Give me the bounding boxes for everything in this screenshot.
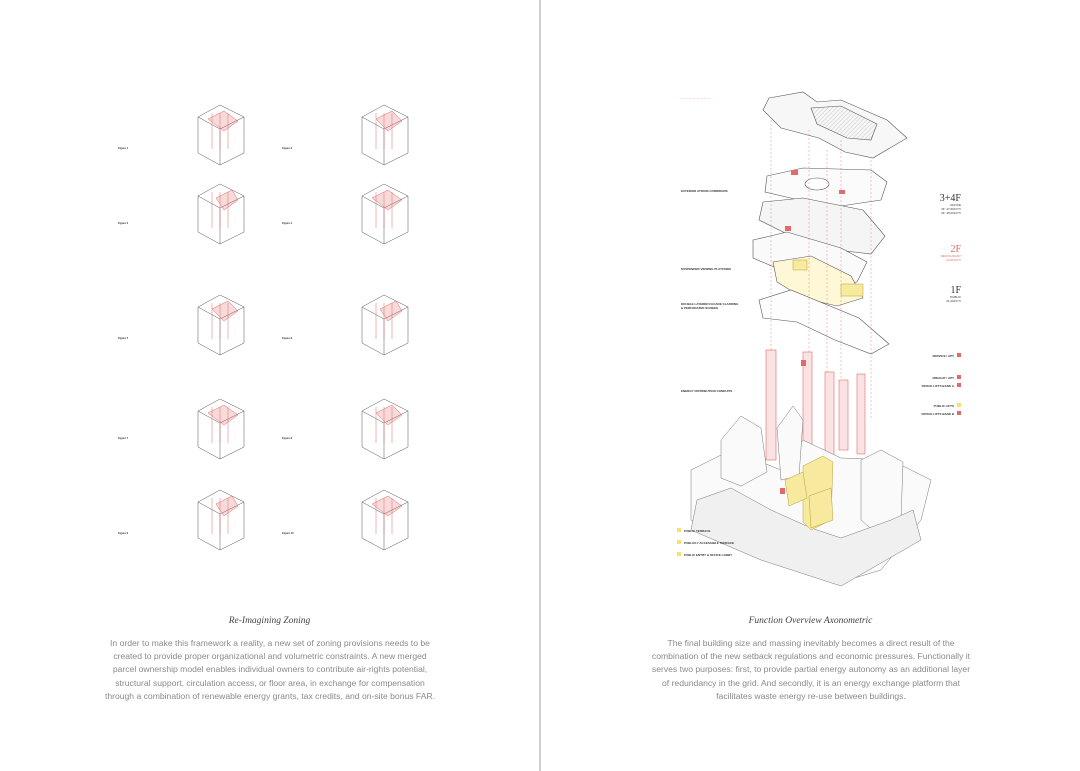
figure-number: Figure 10 — [282, 532, 294, 535]
zoning-diagram — [361, 489, 409, 551]
roof-note: — — — — — — — — — [681, 96, 711, 100]
figure-caption: Figure 1 — [118, 147, 188, 150]
legend-swatch — [957, 383, 961, 387]
label-viewing-platform: SUSPENDED VIEWING PLATFORM — [681, 267, 731, 271]
figure-caption: Figure 3 — [118, 222, 188, 225]
figure-number: Figure 7 — [118, 437, 129, 440]
figure-number: Figure 9 — [118, 532, 129, 535]
figure-number: Figure 4 — [282, 222, 293, 225]
paragraph-line: In order to make this framework a realit… — [110, 638, 430, 648]
paragraph-line: combination of the new setback regulatio… — [651, 651, 971, 662]
floor-area: 20,000 FT² — [946, 257, 961, 262]
legend-label: PUBLICLY ACCESSIBLE TERRACE — [684, 541, 735, 545]
left-page-paragraph: In order to make this framework a realit… — [70, 637, 470, 703]
figure-caption: Figure 10 — [282, 532, 352, 535]
legend-swatch — [677, 552, 681, 556]
floor-number: 3+4F — [939, 193, 961, 204]
paragraph-line: facilitates waste energy re-use between … — [716, 690, 906, 701]
figure-number: Figure 5 — [118, 337, 129, 340]
right-page-title: Function Overview Axonometric — [748, 616, 873, 626]
figure-number: Figure 3 — [118, 222, 129, 225]
floor-number: 1F — [950, 285, 961, 296]
zoning-diagram — [197, 104, 245, 166]
right-page-paragraph: The final building size and massing inev… — [626, 637, 996, 703]
figure-caption: Figure 8 — [282, 437, 352, 440]
left-page: Figure 1 Figure 2 Figure 3 Figure 4 Figure 5… — [0, 0, 539, 771]
legend-item: PUBLIC LIFTS — [901, 403, 961, 409]
legend-swatch — [957, 353, 961, 357]
floor-area: 21,000 FT² — [946, 298, 961, 303]
floor-use: RESTAURANT — [940, 254, 961, 258]
paragraph-line: structural support, circulation access, … — [115, 677, 425, 688]
floor-area: 3F: 45,000 FT² — [941, 210, 961, 215]
label-energy-conduits: ENERGY DISTRIBUTION CONDUITS — [681, 389, 733, 393]
zoning-diagram — [361, 294, 409, 356]
legend-label: FREIGHT / APT — [932, 376, 954, 380]
page-gutter — [539, 0, 541, 771]
paragraph-line: through a combination of renewable energ… — [104, 690, 436, 701]
legend-label: PUBLIC LIFTS — [933, 404, 954, 408]
legend-item: FREIGHT / APT — [901, 375, 961, 381]
figure-caption: Figure 6 — [282, 337, 352, 340]
base-legend-item: PUBLIC ENTRY & OFFICE LOBBY — [677, 552, 732, 558]
base-legend-item: PUBLICLY ACCESSIBLE TERRACE — [677, 540, 734, 546]
paragraph-line: created to provide proper organizational… — [113, 651, 427, 662]
legend-swatch — [957, 411, 961, 415]
floor-label-3-4f: 3+4F OFFICE 4F: 47,600 FT² 3F: 45,000 FT… — [901, 193, 961, 215]
right-page: — — — — — — — — EXTERIOR ATRIUM CORRIDOR… — [541, 0, 1080, 771]
office-lift-core — [765, 349, 777, 461]
legend-label: OFFICE LIFTS BANK A — [921, 384, 954, 388]
legend-swatch — [957, 375, 961, 379]
paragraph-line: The final building size and massing inev… — [667, 638, 955, 648]
base-legend-item: PUBLIC TERRACE — [677, 528, 711, 534]
floor-label-1f: 1F PUBLIC 21,000 FT² — [901, 285, 961, 304]
paragraph-line: of redundancy in the grid. And secondly,… — [662, 677, 960, 688]
figure-number: Figure 8 — [282, 437, 293, 440]
zoning-diagram — [361, 183, 409, 245]
zoning-diagram — [361, 398, 409, 460]
figure-caption: Figure 5 — [118, 337, 188, 340]
floor-number: 2F — [950, 244, 961, 255]
left-page-title: Re-Imagining Zoning — [228, 616, 311, 626]
figure-caption: Figure 9 — [118, 532, 188, 535]
figure-caption: Figure 7 — [118, 437, 188, 440]
figure-caption: Figure 2 — [282, 147, 352, 150]
figure-number: Figure 6 — [282, 337, 293, 340]
figure-caption: Figure 4 — [282, 222, 352, 225]
zoning-diagram — [197, 183, 245, 245]
paragraph-line: serves two purposes: first, to provide p… — [651, 664, 971, 675]
label-exterior-atrium: EXTERIOR ATRIUM CORRIDORS — [681, 189, 728, 193]
legend-label: SERVICE / APT — [932, 354, 954, 358]
legend-swatch — [677, 540, 681, 544]
figure-number: Figure 1 — [118, 147, 129, 150]
zoning-diagram — [361, 104, 409, 166]
zoning-diagram — [197, 489, 245, 551]
legend-label: PUBLIC TERRACE — [684, 529, 711, 533]
legend-swatch — [677, 528, 681, 532]
legend-item: SERVICE / APT — [901, 353, 961, 359]
legend-item: OFFICE LIFTS BANK A — [901, 383, 961, 389]
floor-use: PUBLIC — [950, 295, 961, 299]
floor-area: 4F: 47,600 FT² — [941, 206, 961, 211]
label-facade: DOUBLE LAYERED FACADE CLADDING & PERFORA… — [681, 302, 739, 310]
figure-number: Figure 2 — [282, 147, 293, 150]
legend-label: PUBLIC ENTRY & OFFICE LOBBY — [684, 553, 733, 557]
zoning-diagram — [197, 398, 245, 460]
legend-item: OFFICE LIFTS BANK B — [901, 411, 961, 417]
paragraph-line: parcel ownership model enables individua… — [112, 664, 428, 675]
legend-swatch — [957, 403, 961, 407]
axonometric-drawing — [690, 91, 932, 587]
floor-use: OFFICE — [950, 203, 961, 207]
legend-label: OFFICE LIFTS BANK B — [921, 412, 954, 416]
floor-label-2f: 2F RESTAURANT 20,000 FT² — [901, 244, 961, 263]
zoning-diagram — [197, 294, 245, 356]
